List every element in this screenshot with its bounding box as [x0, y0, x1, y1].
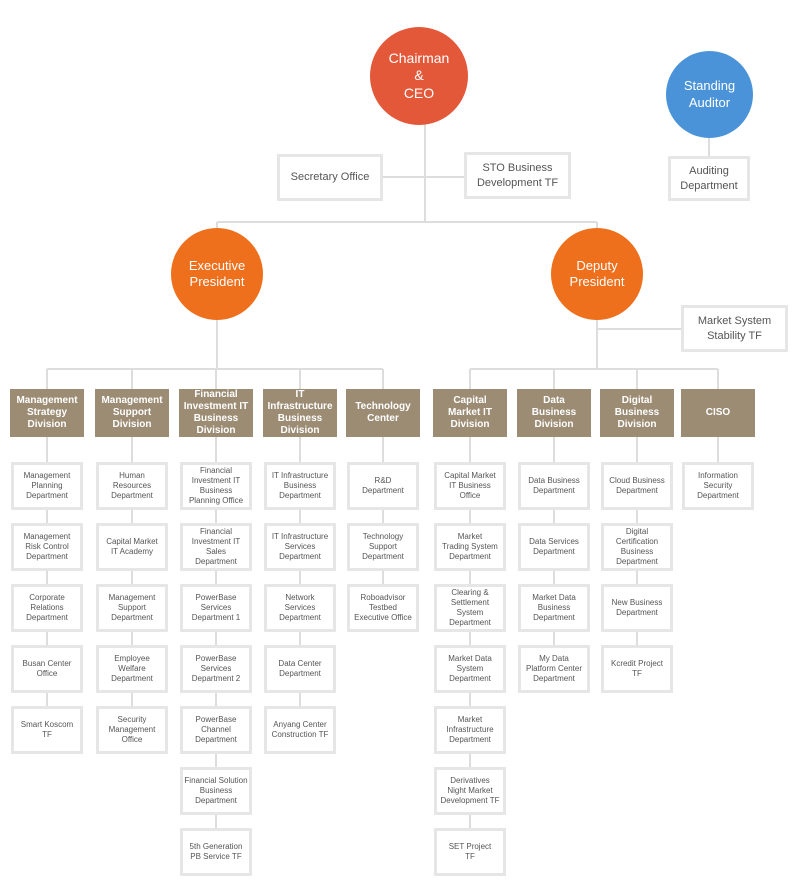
department-box: PowerBase Channel Department	[180, 706, 252, 754]
department-box: Anyang Center Construction TF	[264, 706, 336, 754]
department-box: Digital Certification Business Departmen…	[601, 523, 673, 571]
department-box: Corporate Relations Department	[11, 584, 83, 632]
department-box: Information Security Department	[682, 462, 754, 510]
department-box: Clearing & Settlement System Department	[434, 584, 506, 632]
department-box: 5th Generation PB Service TF	[180, 828, 252, 876]
department-box: Security Management Office	[96, 706, 168, 754]
department-box: Financial Investment IT Sales Department	[180, 523, 252, 571]
chairman-ceo-node: Chairman & CEO	[370, 27, 468, 125]
market-system-stability-tf-box: Market System Stability TF	[681, 305, 788, 352]
department-box: My Data Platform Center Department	[518, 645, 590, 693]
department-box: Capital Market IT Academy	[96, 523, 168, 571]
department-box: Busan Center Office	[11, 645, 83, 693]
department-box: Data Services Department	[518, 523, 590, 571]
division-header: Data Business Division	[517, 389, 591, 437]
secretary-office-box: Secretary Office	[277, 154, 383, 201]
department-box: Smart Koscom TF	[11, 706, 83, 754]
standing-auditor-node: Standing Auditor	[666, 51, 753, 138]
department-box: Data Center Department	[264, 645, 336, 693]
department-box: IT Infrastructure Business Department	[264, 462, 336, 510]
department-box: Market Trading System Department	[434, 523, 506, 571]
department-box: Employee Welfare Department	[96, 645, 168, 693]
department-box: Cloud Business Department	[601, 462, 673, 510]
department-box: Technology Support Department	[347, 523, 419, 571]
department-box: Derivatives Night Market Development TF	[434, 767, 506, 815]
department-box: Financial Investment IT Business Plannin…	[180, 462, 252, 510]
department-box: Management Risk Control Department	[11, 523, 83, 571]
department-box: Market Data System Department	[434, 645, 506, 693]
division-header: Financial Investment IT Business Divisio…	[179, 389, 253, 437]
division-header: Technology Center	[346, 389, 420, 437]
deputy-president-node: Deputy President	[551, 228, 643, 320]
department-box: New Business Department	[601, 584, 673, 632]
department-box: Data Business Department	[518, 462, 590, 510]
department-box: Kcredit Project TF	[601, 645, 673, 693]
division-header: CISO	[681, 389, 755, 437]
department-box: Market Infrastructure Department	[434, 706, 506, 754]
auditing-department-box: Auditing Department	[668, 156, 750, 201]
department-box: PowerBase Services Department 1	[180, 584, 252, 632]
department-box: SET Project TF	[434, 828, 506, 876]
department-box: Roboadvisor Testbed Executive Office	[347, 584, 419, 632]
department-box: IT Infrastructure Services Department	[264, 523, 336, 571]
division-header: IT Infrastructure Business Division	[263, 389, 337, 437]
department-box: PowerBase Services Department 2	[180, 645, 252, 693]
department-box: Management Support Department	[96, 584, 168, 632]
department-box: Market Data Business Department	[518, 584, 590, 632]
department-box: Management Planning Department	[11, 462, 83, 510]
department-box: Financial Solution Business Department	[180, 767, 252, 815]
sto-business-tf-box: STO Business Development TF	[464, 152, 571, 199]
department-box: Network Services Department	[264, 584, 336, 632]
executive-president-node: Executive President	[171, 228, 263, 320]
division-header: Capital Market IT Division	[433, 389, 507, 437]
department-box: R&D Department	[347, 462, 419, 510]
division-header: Management Support Division	[95, 389, 169, 437]
department-box: Capital Market IT Business Office	[434, 462, 506, 510]
division-header: Management Strategy Division	[10, 389, 84, 437]
division-header: Digital Business Division	[600, 389, 674, 437]
department-box: Human Resources Department	[96, 462, 168, 510]
